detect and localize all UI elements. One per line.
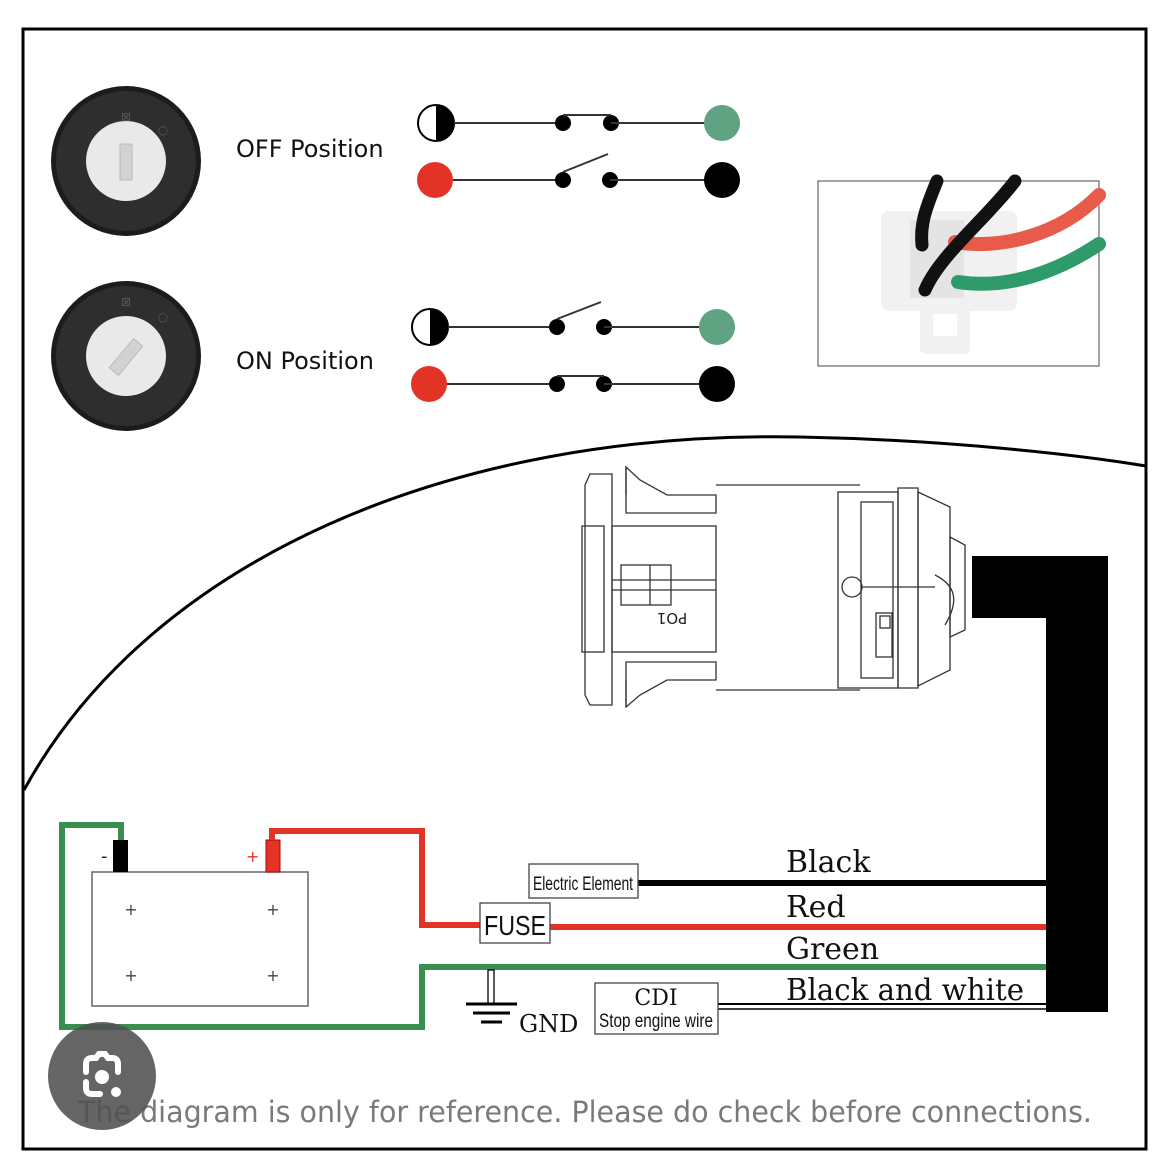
black-terminal-icon bbox=[704, 162, 740, 198]
positive-sign: + bbox=[246, 847, 259, 866]
google-lens-button[interactable] bbox=[48, 1022, 156, 1130]
svg-text:⊠: ⊠ bbox=[121, 295, 131, 309]
gnd-label: GND bbox=[519, 1010, 578, 1038]
section-divider-arc bbox=[22, 435, 1147, 791]
connector-photo bbox=[817, 174, 1106, 367]
green-terminal-icon bbox=[699, 309, 735, 345]
off-row-2 bbox=[417, 153, 740, 198]
battery-negative-terminal bbox=[113, 840, 128, 872]
ignition-key-off-icon: ⊠ ○ bbox=[51, 86, 201, 236]
cdi-box: CDI Stop engine wire bbox=[594, 982, 719, 1035]
wire-harness bbox=[972, 556, 1108, 1012]
battery: - + + + + + bbox=[91, 839, 309, 1007]
electric-element-label: Electric Element bbox=[533, 874, 634, 895]
green-terminal-icon bbox=[704, 105, 740, 141]
disclaimer-text: The diagram is only for reference. Pleas… bbox=[77, 1095, 1092, 1129]
fuse-box: FUSE bbox=[479, 902, 551, 944]
electric-element-box: Electric Element bbox=[528, 863, 639, 899]
cell-mark: + bbox=[266, 900, 279, 919]
off-schematic bbox=[417, 104, 740, 198]
red-terminal-icon bbox=[411, 366, 447, 402]
ground-symbol-icon bbox=[466, 969, 517, 1024]
on-row-2 bbox=[411, 366, 735, 402]
off-position-label: OFF Position bbox=[236, 135, 384, 163]
off-row-1 bbox=[417, 104, 740, 142]
wire-label-red: Red bbox=[786, 890, 846, 925]
wire-label-black-and-white: Black and white bbox=[786, 973, 1024, 1008]
black-terminal-icon bbox=[699, 366, 735, 402]
ignition-switch-body: PO1 bbox=[581, 465, 966, 709]
ignition-key-on-icon: ⊠ ○ bbox=[51, 281, 201, 431]
on-row-1 bbox=[411, 301, 735, 346]
green-wire bbox=[59, 822, 1046, 1030]
on-schematic bbox=[411, 301, 735, 402]
red-terminal-icon bbox=[417, 162, 453, 198]
svg-text:⊠: ⊠ bbox=[121, 110, 131, 124]
stop-engine-wire-label: Stop engine wire bbox=[599, 1011, 713, 1032]
svg-text:○: ○ bbox=[158, 123, 168, 137]
red-wire-to-fuse bbox=[269, 828, 480, 928]
svg-text:○: ○ bbox=[158, 310, 168, 324]
negative-sign: - bbox=[101, 846, 108, 867]
cell-mark: + bbox=[124, 966, 137, 985]
on-position-label: ON Position bbox=[236, 347, 374, 375]
google-lens-icon bbox=[83, 1051, 121, 1097]
battery-positive-terminal bbox=[265, 839, 281, 873]
cell-mark: + bbox=[266, 966, 279, 985]
switch-marking: PO1 bbox=[657, 609, 687, 627]
cell-mark: + bbox=[124, 900, 137, 919]
fuse-label: FUSE bbox=[484, 910, 546, 941]
cdi-label: CDI bbox=[634, 986, 677, 1011]
wire-label-black: Black bbox=[786, 845, 871, 880]
wire-label-green: Green bbox=[786, 932, 879, 967]
